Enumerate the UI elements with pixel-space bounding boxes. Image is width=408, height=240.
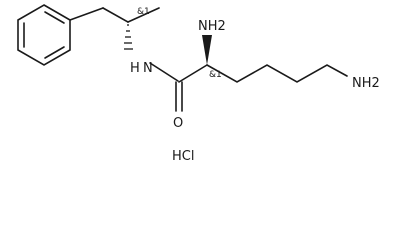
molecule-drawing: NH2 N H O NH2 &1 &1 HCl: [17, 4, 380, 164]
terminal-amine-label: NH2: [352, 76, 380, 91]
bond-ring-ch2: [69, 7, 104, 21]
bond-n-carbonyl: [149, 62, 179, 82]
alpha-amine-label: NH2: [198, 19, 226, 34]
benzene-ring: [17, 4, 71, 66]
salt-label: HCl: [172, 149, 194, 164]
stereo-label-alpha: &1: [209, 70, 222, 80]
carbonyl-oxygen-label: O: [173, 116, 183, 131]
amide-nitrogen-label: N: [143, 61, 153, 76]
amide-hydrogen-label: H: [130, 61, 140, 76]
bond-ch-methyl: [127, 7, 160, 23]
hashed-wedge-bond: [124, 24, 133, 50]
stereo-label-propyl: &1: [137, 7, 150, 17]
bond-carbonyl-alpha: [178, 64, 208, 83]
bond-ch2-ch: [102, 7, 129, 23]
solid-wedge-bond: [202, 35, 212, 65]
side-chain: [206, 64, 348, 83]
structure-canvas: NH2 N H O NH2 &1 &1 HCl: [17, 4, 380, 164]
